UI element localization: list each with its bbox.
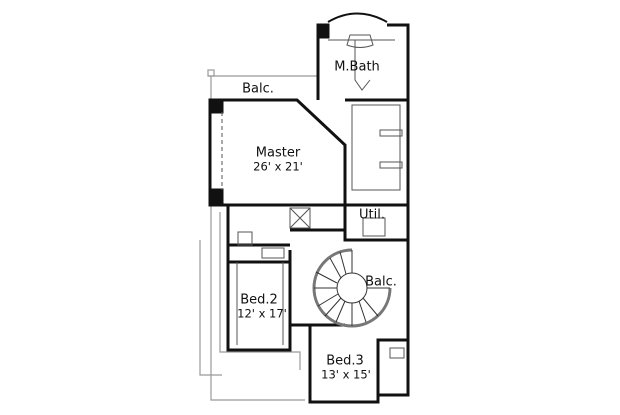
room-label-bed3: Bed.3 — [326, 353, 364, 369]
room-label-utility: Util. — [359, 207, 385, 223]
room-label-bed2: Bed.2 — [240, 292, 278, 308]
walls — [208, 12, 410, 404]
room-size-bed3: 13' x 15' — [321, 367, 371, 382]
room-label-balcony-lower: Balc. — [365, 274, 397, 290]
interior-lines — [221, 34, 405, 359]
spiral-stair — [312, 248, 392, 328]
room-label-balcony-upper: Balc. — [242, 81, 274, 97]
room-label-master: Master — [255, 145, 301, 161]
room-label-master-bath: M.Bath — [334, 59, 380, 75]
room-size-bed2: 12' x 17' — [237, 306, 287, 321]
porch-outline — [199, 69, 318, 401]
room-size-master: 26' x 21' — [253, 159, 303, 174]
